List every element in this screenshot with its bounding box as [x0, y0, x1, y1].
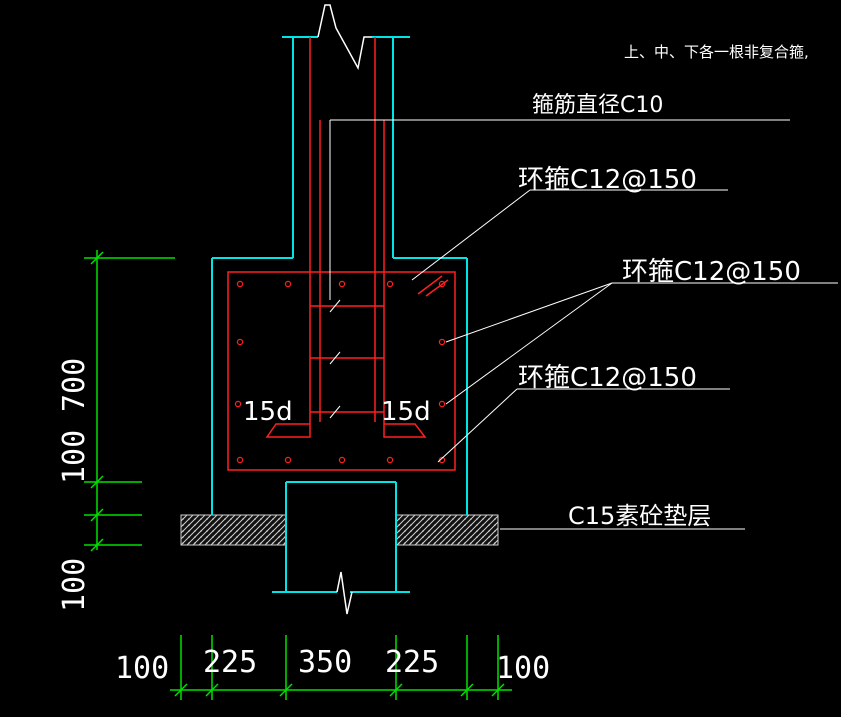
stirrup-ticks	[329, 299, 341, 419]
hoop-label-3: 环箍C12@150	[518, 363, 697, 393]
cushion-layer-right	[395, 514, 499, 546]
dim-vertical-bottom: 100	[57, 558, 92, 612]
concrete-outline	[211, 36, 468, 593]
cushion-layer-label: C15素砼垫层	[568, 502, 711, 530]
anchor-length-left: 15d	[243, 397, 293, 427]
anchor-length-right: 15d	[381, 397, 431, 427]
dim-vertical-top: 700	[57, 358, 92, 412]
stirrup-diameter-label: 箍筋直径C10	[532, 93, 663, 118]
dim-horizontal-5: 100	[496, 651, 550, 686]
hoop-label-2: 环箍C12@150	[622, 257, 801, 287]
rebar-dots	[234, 280, 446, 464]
dim-horizontal-4: 225	[385, 645, 439, 680]
dim-horizontal-1: 100	[115, 651, 169, 686]
cushion-layer-left	[180, 514, 287, 546]
hoop-label-1: 环箍C12@150	[518, 165, 697, 195]
dimension-lines	[84, 250, 512, 700]
dim-vertical-middle: 100	[57, 430, 92, 484]
rebar	[227, 37, 456, 471]
dim-horizontal-3: 350	[298, 645, 352, 680]
note-top-label: 上、中、下各一根非复合箍,	[624, 43, 809, 61]
break-lines	[317, 4, 372, 615]
dim-horizontal-2: 225	[203, 645, 257, 680]
leader-lines	[329, 119, 838, 530]
